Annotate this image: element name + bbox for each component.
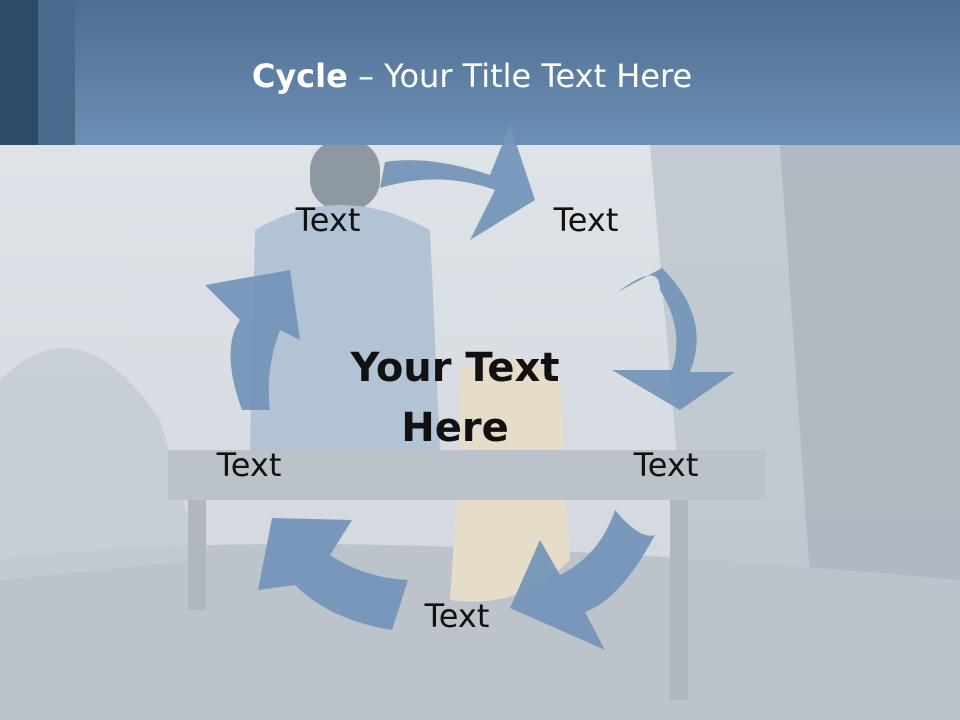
header-accent-block: [0, 0, 38, 145]
title-bar: [0, 0, 960, 145]
cycle-arrow-1: [380, 125, 535, 240]
title-rest: – Your Title Text Here: [347, 57, 693, 95]
cycle-label-2: Text: [553, 201, 619, 239]
cycle-label-4: Text: [424, 597, 490, 635]
center-text: Your Text Here: [350, 345, 560, 451]
cycle-arrow-5: [205, 270, 300, 410]
cycle-arrow-3: [510, 510, 655, 650]
cycle-label-1: Text: [295, 201, 361, 239]
slide-title: Cycle – Your Title Text Here: [0, 52, 944, 100]
cycle-arrow-2: [612, 268, 735, 410]
cycle-arrow-4: [258, 518, 408, 630]
header-accent-block: [38, 0, 75, 145]
cycle-label-3: Text: [633, 446, 699, 484]
title-bold: Cycle: [251, 57, 348, 95]
cycle-label-5: Text: [216, 446, 282, 484]
